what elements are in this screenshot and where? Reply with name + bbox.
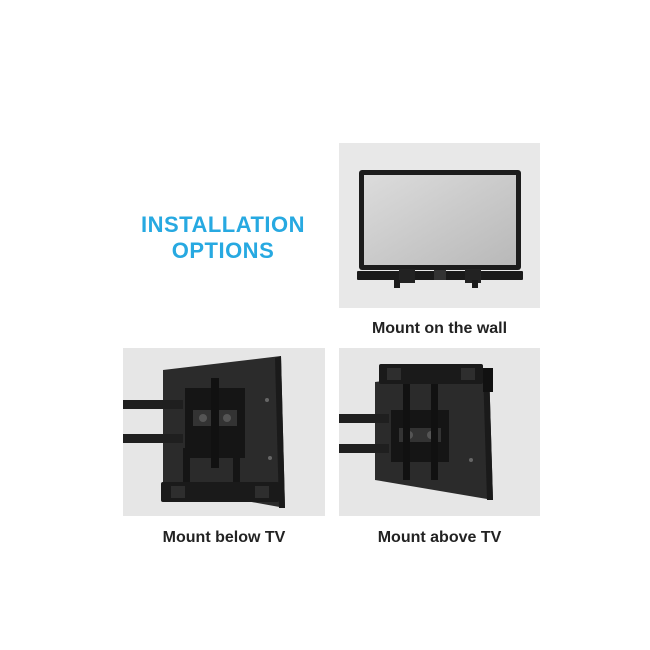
- wall-mount-image: [339, 143, 540, 308]
- heading-line-2: OPTIONS: [171, 238, 275, 263]
- wall-mount-caption: Mount on the wall: [371, 320, 508, 337]
- below-tv-mount-image: [123, 348, 325, 516]
- installation-options-heading: INSTALLATION OPTIONS: [118, 212, 328, 264]
- below-tv-caption: Mount below TV: [162, 529, 286, 546]
- above-tv-caption: Mount above TV: [377, 529, 502, 546]
- above-tv-mount-image: [339, 348, 540, 516]
- heading-line-1: INSTALLATION: [140, 212, 306, 237]
